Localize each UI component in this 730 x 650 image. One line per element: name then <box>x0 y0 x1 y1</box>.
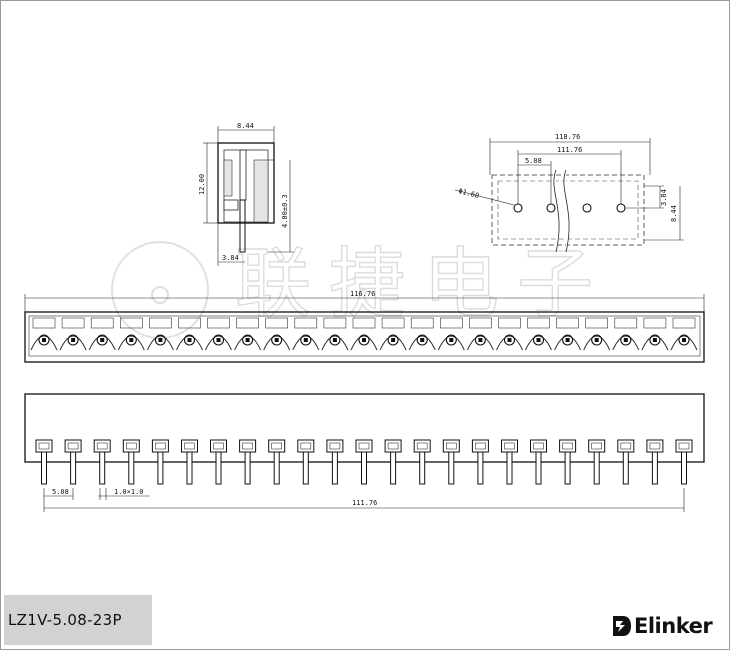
side-hatch-right <box>253 159 269 223</box>
part-number-label: LZ1V-5.08-23P <box>4 595 152 645</box>
terminal-cell <box>612 317 640 351</box>
pcb-break-left <box>553 169 560 253</box>
brand-logo: Elinker <box>612 612 713 640</box>
pcb-hole <box>616 203 626 213</box>
bottom-pin <box>530 439 547 485</box>
terminal-cell <box>263 317 291 351</box>
side-hatch-left <box>223 159 233 197</box>
bottom-pin <box>646 439 664 485</box>
terminal-cell <box>292 317 320 351</box>
bottom-pin-row <box>35 439 693 485</box>
bottom-pin <box>326 439 344 485</box>
side-width-label: 8.44 <box>237 122 254 130</box>
front-terminal-row <box>30 317 698 351</box>
terminal-cell <box>146 317 174 351</box>
terminal-cell <box>176 317 203 351</box>
bottom-pin <box>239 439 257 485</box>
terminal-cell <box>670 317 698 351</box>
bottom-pin <box>675 439 693 485</box>
bottom-pin <box>559 439 577 485</box>
terminal-cell <box>496 317 523 351</box>
bottom-pin <box>471 439 489 485</box>
terminal-cell <box>30 317 58 351</box>
top-total-label: 118.76 <box>555 133 580 141</box>
pin-offset-label: 3.84 <box>222 254 239 262</box>
watermark-text: 联捷电子 <box>235 239 611 328</box>
bottom-pin <box>501 439 518 485</box>
bottom-pin-label: 1.0×1.0 <box>114 488 144 496</box>
bottom-view: 5.08 1.0×1.0 111.76 <box>24 393 705 512</box>
terminal-cell <box>583 317 611 351</box>
terminal-cell <box>466 317 494 351</box>
terminal-cell <box>350 317 378 351</box>
bottom-pitch-label: 5.08 <box>52 488 69 496</box>
bottom-pin <box>617 439 635 485</box>
terminal-cell <box>205 317 232 351</box>
bottom-total-label: 111.76 <box>352 499 377 507</box>
side-body <box>217 142 275 224</box>
terminal-cell <box>234 317 262 351</box>
top-inner-label: 111.76 <box>557 146 582 154</box>
terminal-cell <box>59 317 87 351</box>
terminal-cell <box>641 317 669 351</box>
bottom-pin <box>122 439 140 485</box>
side-height-label: 12.00 <box>198 174 206 195</box>
watermark-logo-icon <box>111 241 209 339</box>
bottom-pin <box>413 439 431 485</box>
side-view: 8.44 12.00 4.00±0.3 3.84 <box>198 122 294 266</box>
brand-name: Elinker <box>634 614 713 638</box>
right-height-label: 8.44 <box>670 205 678 222</box>
pcb-outline <box>491 174 645 246</box>
bottom-pin <box>268 439 286 485</box>
pcb-hole <box>582 203 592 213</box>
watermark: 联捷电子 <box>111 238 611 339</box>
pcb-hole <box>513 203 523 213</box>
bottom-pin <box>64 439 82 485</box>
elinker-logo-icon <box>613 616 631 636</box>
terminal-cell <box>408 317 436 351</box>
bottom-pin <box>93 439 111 485</box>
pin-length-label: 4.00±0.3 <box>281 194 289 228</box>
top-pitch-label: 5.08 <box>525 157 542 165</box>
right-offset-label: 3.84 <box>660 189 668 206</box>
side-latch <box>223 199 239 211</box>
bottom-pin <box>297 439 315 485</box>
pcb-view: 118.76 111.76 5.08 Φ1.60 3.84 8.44 <box>454 133 684 253</box>
bottom-pin <box>35 439 53 485</box>
hole-diameter-label: Φ1.60 <box>458 187 480 200</box>
front-total-label: 116.76 <box>350 290 375 298</box>
terminal-cell <box>554 317 582 351</box>
terminal-cell <box>525 317 552 351</box>
terminal-cell <box>379 317 407 351</box>
bottom-pin <box>588 439 606 485</box>
terminal-cell <box>321 317 349 351</box>
pcb-break-right <box>563 169 570 253</box>
bottom-pin <box>151 439 169 485</box>
pcb-hole <box>546 203 556 213</box>
bottom-pin <box>384 439 402 485</box>
side-pin <box>239 199 246 253</box>
bottom-pin <box>181 439 198 485</box>
front-view: 116.76 <box>24 290 705 363</box>
terminal-cell <box>437 317 465 351</box>
bottom-pin <box>355 439 373 485</box>
side-contact <box>239 149 247 201</box>
bottom-pin <box>442 439 460 485</box>
front-body <box>24 311 705 363</box>
watermark-logo-dot <box>151 286 169 304</box>
bottom-pin <box>210 439 227 485</box>
terminal-cell <box>88 317 116 351</box>
terminal-cell <box>117 317 145 351</box>
